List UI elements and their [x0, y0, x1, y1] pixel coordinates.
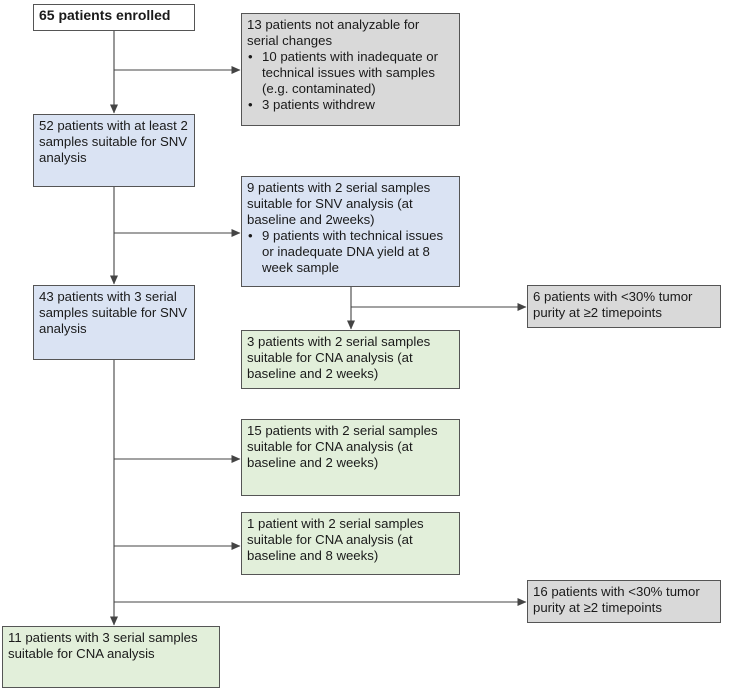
box-not-analyzable: 13 patients not analyzable for serial ch…: [241, 13, 460, 126]
snv-serial-2-list: 9 patients with technical issues or inad…: [247, 228, 454, 276]
box-snv-52: 52 patients with at least 2 samples suit…: [33, 114, 195, 187]
box-purity-6: 6 patients with <30% tumor purity at ≥2 …: [527, 285, 721, 328]
cna-3-text: 3 patients with 2 serial samples suitabl…: [247, 334, 431, 381]
snv-52-text: 52 patients with at least 2 samples suit…: [39, 118, 188, 165]
box-purity-16: 16 patients with <30% tumor purity at ≥2…: [527, 580, 721, 623]
box-cna-11: 11 patients with 3 serial samples suitab…: [2, 626, 220, 688]
not-analyzable-item: 3 patients withdrew: [247, 97, 454, 113]
enrolled-text: 65 patients enrolled: [39, 7, 171, 23]
cna-1-text: 1 patient with 2 serial samples suitable…: [247, 516, 424, 563]
box-snv-43: 43 patients with 3 serial samples suitab…: [33, 285, 195, 360]
snv-43-text: 43 patients with 3 serial samples suitab…: [39, 289, 188, 336]
box-enrolled: 65 patients enrolled: [33, 4, 195, 31]
box-cna-1: 1 patient with 2 serial samples suitable…: [241, 512, 460, 575]
not-analyzable-list: 10 patients with inadequate or technical…: [247, 49, 454, 113]
snv-serial-2-title: 9 patients with 2 serial samples suitabl…: [247, 180, 431, 227]
not-analyzable-item: 10 patients with inadequate or technical…: [247, 49, 454, 97]
box-cna-3: 3 patients with 2 serial samples suitabl…: [241, 330, 460, 389]
not-analyzable-title: 13 patients not analyzable for serial ch…: [247, 17, 420, 48]
snv-serial-2-item: 9 patients with technical issues or inad…: [247, 228, 454, 276]
cna-11-text: 11 patients with 3 serial samples suitab…: [8, 630, 198, 661]
box-snv-serial-2: 9 patients with 2 serial samples suitabl…: [241, 176, 460, 287]
purity-16-text: 16 patients with <30% tumor purity at ≥2…: [533, 584, 700, 615]
cna-15-text: 15 patients with 2 serial samples suitab…: [247, 423, 438, 470]
purity-6-text: 6 patients with <30% tumor purity at ≥2 …: [533, 289, 693, 320]
box-cna-15: 15 patients with 2 serial samples suitab…: [241, 419, 460, 496]
